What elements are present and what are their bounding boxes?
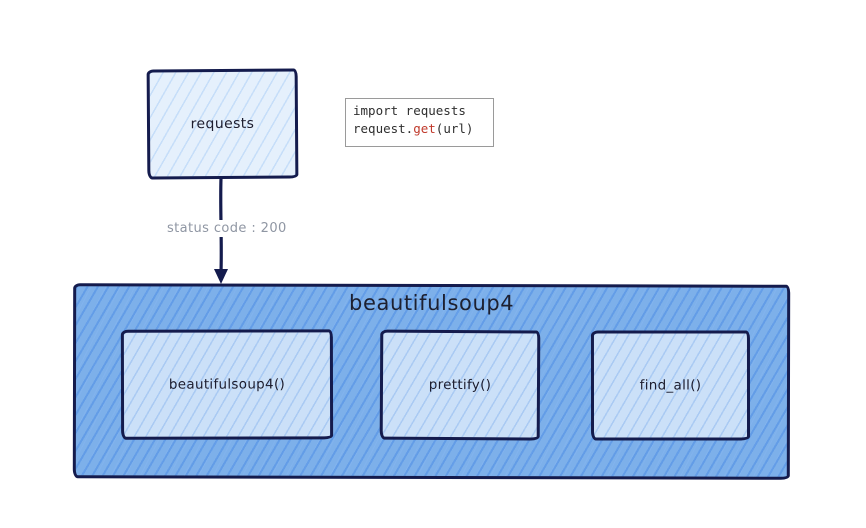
function-box-label: find_all() [639,377,702,394]
arrowhead-icon [214,269,228,284]
code-line-2-prefix: request. [353,121,414,137]
function-box-label: beautifulsoup4() [168,376,286,393]
function-box-prettify: prettify() [379,329,541,441]
code-line-2-suffix: (url) [435,121,474,137]
arrow-label: status code : 200 [162,220,292,237]
code-line-1: import requests [353,103,466,118]
container-title: beautifulsoup4 [349,290,515,316]
requests-box-label: requests [190,115,255,133]
code-get-method: get [413,121,436,137]
function-box-find-all: find_all() [590,330,751,441]
function-box-label: prettify() [428,376,492,394]
function-box-beautifulsoup4: beautifulsoup4() [120,329,334,440]
code-line-2: request.get(url) [353,120,486,138]
requests-box: requests [146,68,299,180]
code-snippet-box: import requests request.get(url) [345,98,494,147]
beautifulsoup4-container: beautifulsoup4 beautifulsoup4() prettify… [72,283,791,480]
